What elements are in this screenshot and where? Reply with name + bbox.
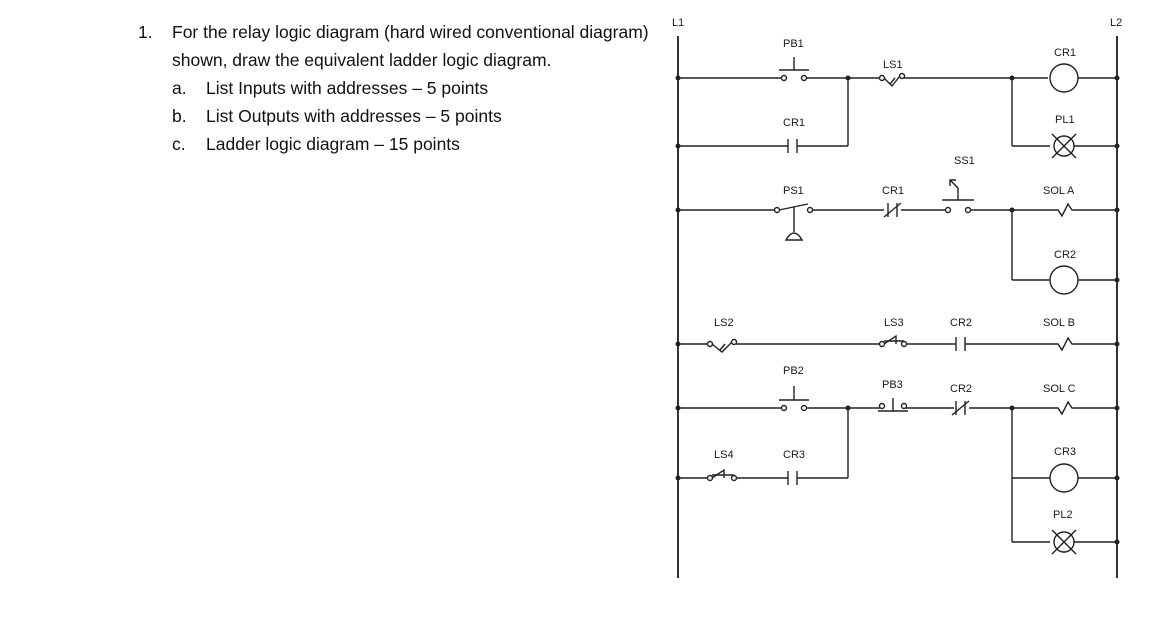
cr2-coil-label: CR2: [1054, 249, 1076, 261]
item-letter: b.: [172, 106, 187, 126]
sol-b-label: SOL B: [1043, 317, 1075, 329]
pl1-pilot-light: [1051, 133, 1077, 159]
ls3-label: LS3: [884, 317, 904, 329]
ss1-label: SS1: [954, 155, 975, 167]
pb3-label: PB3: [882, 379, 903, 391]
item-letter: a.: [172, 78, 187, 98]
pl2-label: PL2: [1053, 509, 1073, 521]
ls4-limit-switch: [706, 468, 738, 482]
ps1-pressure-switch: [773, 203, 814, 241]
question-items: a.List Inputs with addresses – 5 points …: [138, 74, 658, 158]
ps1-label: PS1: [783, 185, 804, 197]
cr3-no-label: CR3: [783, 449, 805, 461]
ls1-label: LS1: [883, 59, 903, 71]
cr2-no-contact: [955, 337, 966, 351]
cr2-coil: [1049, 265, 1079, 295]
rung-3: PS1 CR1 SS1 SOL A: [675, 155, 1120, 241]
pb3-pushbutton: [878, 398, 908, 412]
cr2-nc-label: CR2: [950, 383, 972, 395]
item-text: List Outputs with addresses – 5 points: [206, 106, 502, 126]
rung-2: CR1 PL1: [675, 78, 1120, 159]
item-text: List Inputs with addresses – 5 points: [206, 78, 489, 98]
ls4-label: LS4: [714, 449, 734, 461]
question-number: 1.: [138, 22, 153, 42]
cr1-nc-label: CR1: [882, 185, 904, 197]
cr1-coil-label: CR1: [1054, 47, 1076, 59]
rung-6: PB2 PB3 CR2 SOL C: [675, 365, 1120, 416]
question-item-c: c. Ladder logic diagram – 15 points: [138, 130, 658, 158]
pb2-pushbutton: [779, 386, 809, 412]
pl2-pilot-light: [1051, 529, 1077, 555]
item-letter: c.: [172, 134, 186, 154]
cr3-coil: [1049, 463, 1079, 493]
rung-5: LS2 LS3 CR2 SOL B: [675, 317, 1120, 353]
sol-b-solenoid: [1044, 336, 1117, 352]
cr1-no-contact: [787, 139, 798, 153]
question-item-b: b. List Outputs with addresses – 5 points: [138, 102, 658, 130]
cr2-nc-contact: [951, 400, 970, 416]
item-text: Ladder logic diagram – 15 points: [206, 134, 460, 154]
rung-8: PL2: [1011, 478, 1120, 555]
pb2-label: PB2: [783, 365, 804, 377]
cr3-no-contact: [787, 471, 798, 485]
rail-l1-label: L1: [672, 17, 684, 29]
sol-c-label: SOL C: [1043, 383, 1076, 395]
question-main: 1. For the relay logic diagram (hard wir…: [138, 18, 658, 74]
sol-a-solenoid: [1044, 202, 1117, 218]
rung-7: LS4 CR3 CR3: [675, 408, 1120, 493]
rung-1: PB1 LS1 CR1: [675, 38, 1120, 93]
ls3-limit-switch: [878, 334, 908, 348]
pl1-label: PL1: [1055, 114, 1075, 126]
pb1-label: PB1: [783, 38, 804, 50]
question-block: 1. For the relay logic diagram (hard wir…: [138, 18, 658, 158]
rail-l2-label: L2: [1110, 17, 1122, 29]
question-text: For the relay logic diagram (hard wired …: [172, 22, 649, 70]
sol-c-solenoid: [1044, 400, 1117, 416]
question-item-a: a. List Inputs with addresses – 5 points: [138, 74, 658, 102]
ss1-selector-switch: [942, 179, 974, 214]
ls2-label: LS2: [714, 317, 734, 329]
pb1-pushbutton: [779, 57, 809, 82]
cr2-no-label: CR2: [950, 317, 972, 329]
ls1-limit-switch: [878, 72, 906, 88]
ls2-limit-switch: [706, 338, 738, 353]
cr3-coil-label: CR3: [1054, 446, 1076, 458]
cr1-coil: [1049, 63, 1079, 93]
cr1-no-label: CR1: [783, 117, 805, 129]
rung-4: CR2: [1011, 210, 1120, 295]
cr1-nc-contact: [883, 202, 902, 218]
sol-a-label: SOL A: [1043, 185, 1075, 197]
